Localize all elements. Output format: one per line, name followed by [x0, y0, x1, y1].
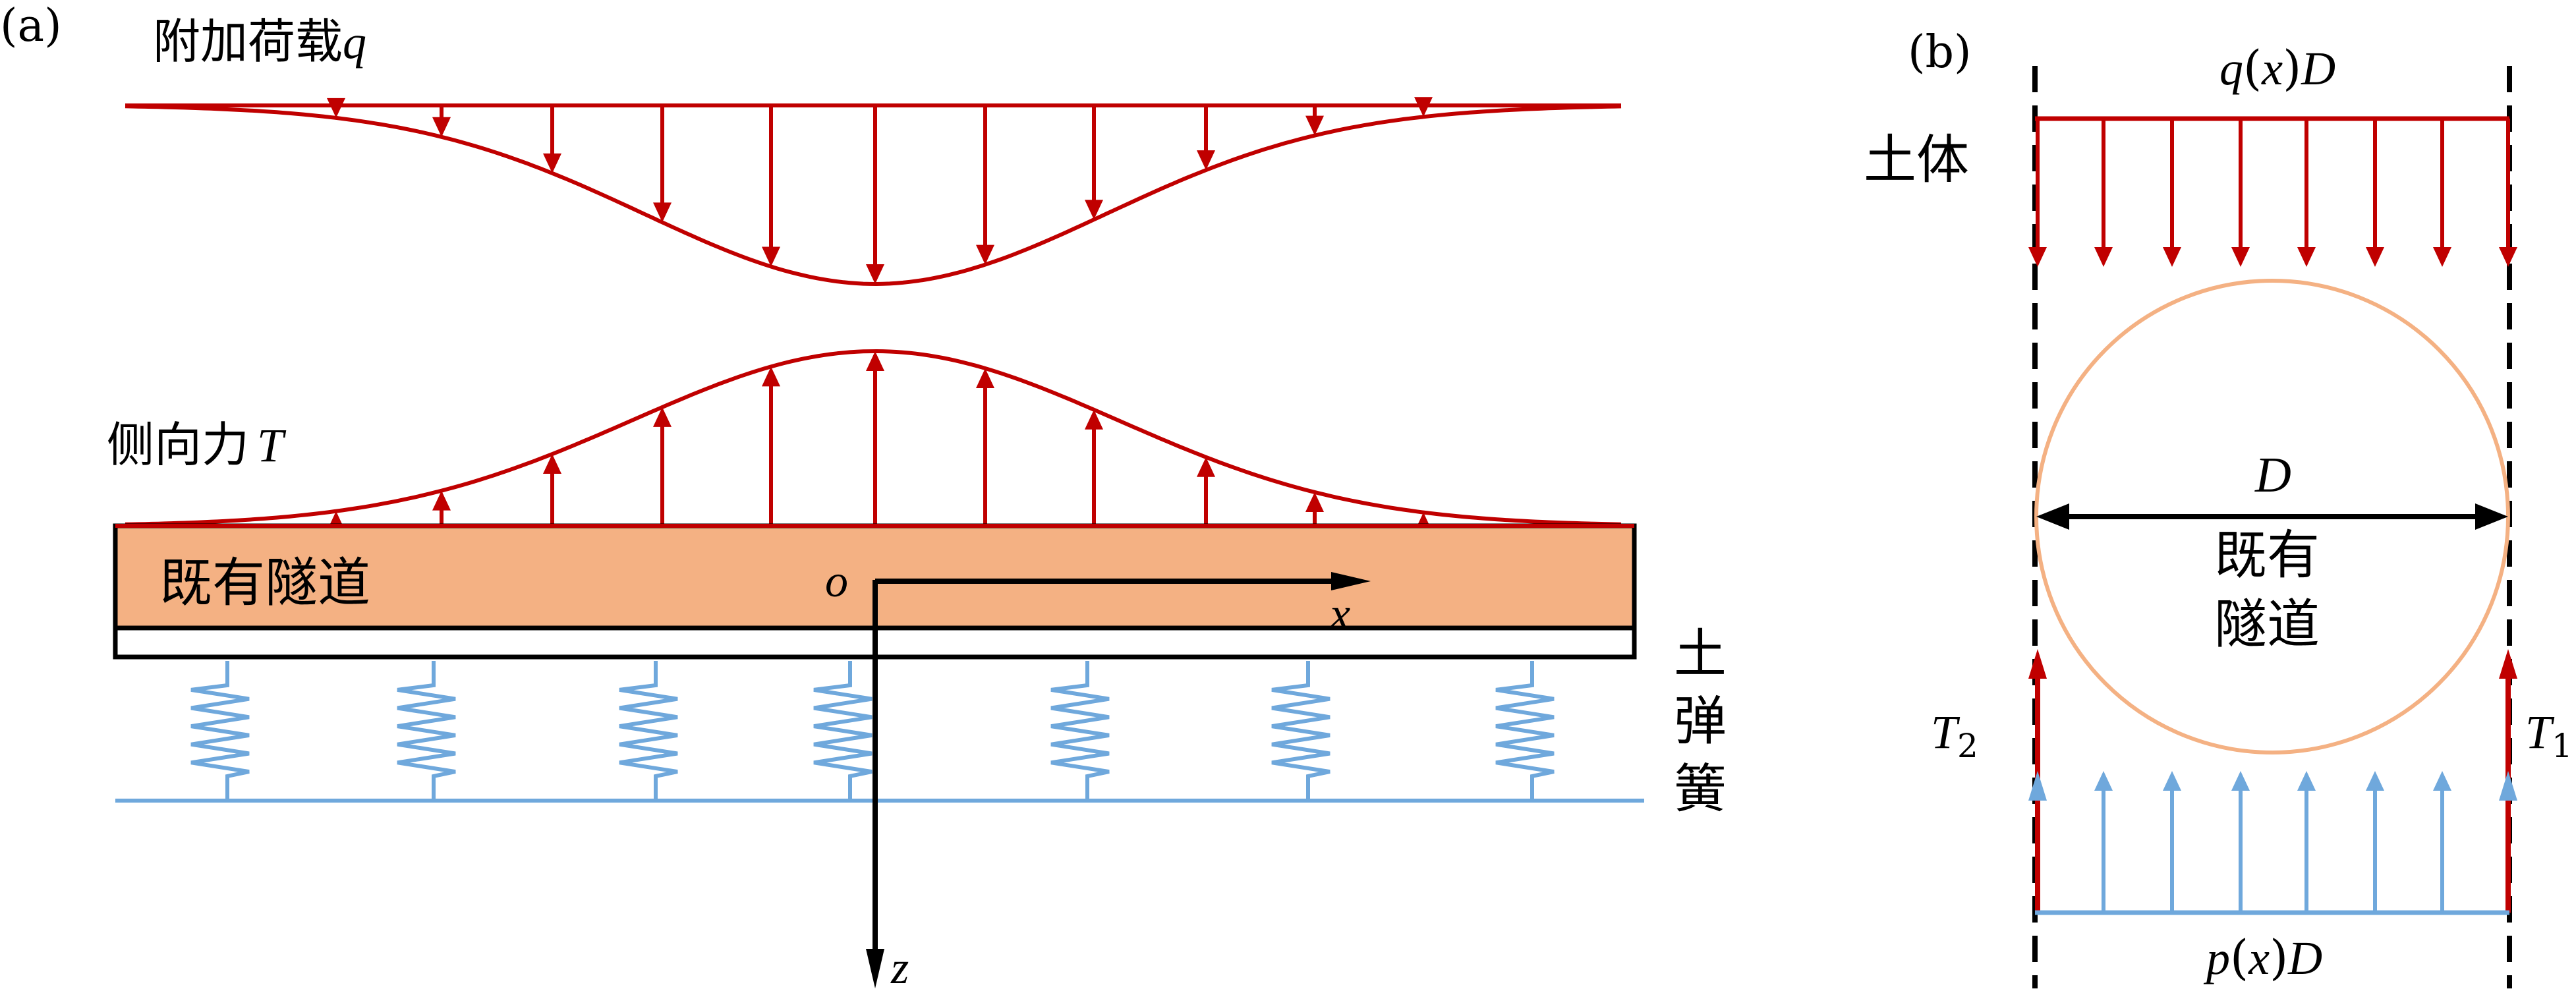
load-arrow-4-head: [653, 202, 672, 223]
lateral-symbol: T: [257, 419, 287, 472]
t2-label: T2: [1931, 706, 1978, 765]
soil-label: 土体: [1864, 129, 1969, 190]
lateral-arrow-4-head: [653, 407, 672, 427]
spring-label-char-1: 土: [1674, 623, 1727, 685]
reaction-arrow-7-head: [2433, 771, 2451, 791]
load-arrow-10-head: [1305, 115, 1324, 136]
top-load-label: q(x)D: [2219, 40, 2335, 96]
top-load-arrow-3-head: [2163, 247, 2181, 267]
top-load-arrow-7-head: [2433, 247, 2451, 267]
t2-subscript: 2: [1957, 727, 1978, 765]
soil-springs: [190, 661, 1555, 801]
panel-b-label: (b): [1908, 26, 1972, 78]
t1-subscript: 1: [2552, 727, 2573, 765]
bottom-load-label: p(x)D: [2203, 930, 2322, 985]
soil-spring-1: [190, 661, 250, 801]
soil-spring-5: [1050, 661, 1110, 801]
t1-label: T1: [2525, 706, 2573, 765]
lateral-label-text: 侧向力: [107, 417, 249, 472]
panel-a-label: (a): [0, 0, 62, 52]
reaction-arrow-5-head: [2297, 771, 2316, 791]
lateral-arrow-9-head: [1197, 457, 1215, 477]
top-load-arrow-4-head: [2231, 247, 2250, 267]
reaction-arrow-4-head: [2231, 771, 2250, 791]
top-load-part-1: q: [2219, 42, 2243, 95]
x-axis-label: x: [1329, 589, 1350, 640]
load-label-text: 附加荷载: [153, 14, 343, 69]
top-load-arrow-6-head: [2366, 247, 2384, 267]
load-arrow-7-head: [976, 244, 994, 265]
load-arrow-3-head: [543, 153, 561, 173]
z-axis-label: z: [890, 943, 909, 992]
lateral-arrow-5-head: [762, 366, 780, 387]
tunnel-cross-label-line-1: 既有: [2214, 525, 2320, 586]
load-label: 附加荷载q: [153, 14, 366, 69]
lateral-force-curve: [125, 349, 1622, 526]
bottom-reaction-arrows: [2028, 771, 2517, 913]
lateral-arrow-6-head: [866, 351, 884, 371]
bottom-load-part-2: (: [2230, 930, 2248, 985]
reaction-arrow-6-head: [2366, 771, 2384, 791]
bottom-load-part-1: p: [2203, 932, 2230, 984]
load-arrow-8-head: [1085, 200, 1103, 220]
load-distribution-curve: [125, 104, 1622, 287]
tunnel-cross-label-line-2: 隧道: [2214, 594, 2320, 655]
t1-main: T: [2525, 706, 2555, 758]
top-load-part-5: D: [2301, 42, 2335, 95]
top-load-part-4: ): [2283, 40, 2301, 96]
bottom-load-part-4: ): [2270, 930, 2288, 985]
load-arrow-1-head: [327, 98, 345, 118]
reaction-arrow-8-head: [2499, 771, 2517, 801]
load-arrows: [327, 97, 1433, 284]
soil-spring-7: [1495, 661, 1555, 801]
top-load-arrows: [2028, 119, 2517, 267]
lateral-arrow-7-head: [976, 368, 994, 388]
z-axis-arrowhead: [866, 949, 884, 988]
top-load-arrow-2-head: [2094, 247, 2113, 267]
load-arrow-6-head: [866, 264, 884, 284]
diameter-arrowhead-left: [2036, 503, 2069, 530]
load-arrow-5-head: [762, 246, 780, 267]
diameter-label: D: [2254, 447, 2291, 503]
top-load-arrow-1-head: [2028, 247, 2047, 267]
reaction-arrow-2-head: [2094, 771, 2113, 791]
t1-arrowhead: [2499, 649, 2517, 679]
load-arrow-9-head: [1197, 150, 1215, 171]
load-arrow-2-head: [432, 117, 451, 137]
soil-spring-2: [397, 661, 456, 801]
soil-spring-6: [1271, 661, 1331, 801]
panel-b: (b) q(x)D 土体 D 既有 隧道 T2 T1: [1864, 26, 2573, 988]
bottom-load-part-5: D: [2287, 932, 2322, 984]
t2-main: T: [1931, 706, 1961, 758]
reaction-arrow-1-head: [2028, 771, 2047, 801]
lateral-arrow-8-head: [1085, 409, 1103, 430]
load-arrow-11-head: [1414, 97, 1433, 117]
bottom-load-part-3: x: [2248, 932, 2270, 984]
top-load-arrow-8-head: [2499, 247, 2517, 267]
load-symbol: q: [343, 16, 366, 69]
soil-spring-4: [813, 661, 873, 801]
spring-label-char-2: 弹: [1674, 691, 1727, 752]
tunnel-label: 既有隧道: [159, 552, 370, 613]
x-axis-arrowhead: [1331, 572, 1371, 590]
lateral-force-arrows: [327, 351, 1433, 532]
soil-spring-3: [619, 661, 678, 801]
lateral-arrow-3-head: [543, 454, 561, 474]
lateral-arrow-2-head: [432, 490, 451, 511]
top-load-part-2: (: [2243, 40, 2262, 96]
reaction-arrow-3-head: [2163, 771, 2181, 791]
lateral-arrow-10-head: [1305, 492, 1324, 512]
t2-arrowhead: [2028, 649, 2047, 679]
spring-label-char-3: 簧: [1674, 758, 1727, 820]
top-load-part-3: x: [2261, 42, 2283, 95]
top-load-arrow-5-head: [2297, 247, 2316, 267]
diameter-arrowhead-right: [2475, 503, 2508, 530]
origin-label: o: [825, 556, 848, 607]
